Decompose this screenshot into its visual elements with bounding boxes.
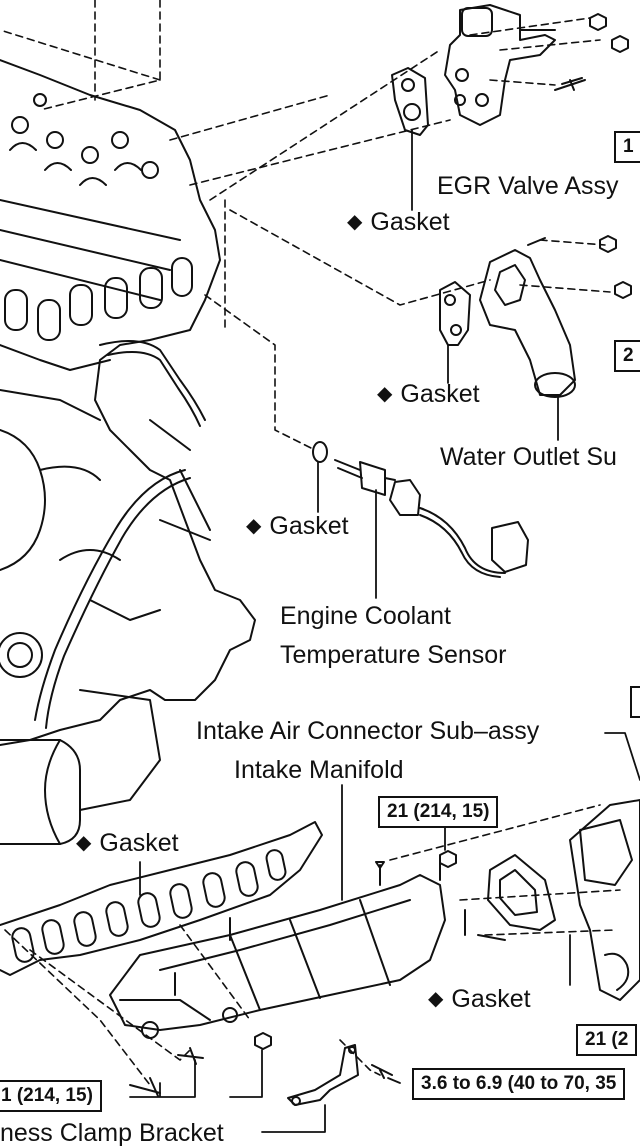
diamond-icon: ◆ (377, 383, 393, 405)
gasket-text: Gasket (451, 985, 531, 1013)
label-gasket-sensor: ◆ Gasket (246, 514, 349, 539)
diamond-icon: ◆ (246, 515, 262, 537)
label-leaders (129, 129, 640, 1133)
label-egr-valve: EGR Valve Assy (437, 172, 619, 200)
gasket-text: Gasket (99, 829, 179, 857)
water-outlet (439, 235, 632, 398)
torque-box-egr: 1 (614, 131, 640, 163)
engine-block (0, 59, 256, 845)
gasket-text: Gasket (269, 512, 349, 540)
gasket-text: Gasket (400, 380, 480, 408)
intake-air-connector (477, 799, 640, 1001)
coolant-temperature-sensor (312, 441, 529, 578)
diamond-icon: ◆ (428, 988, 444, 1010)
torque-box-top-edge (630, 686, 640, 718)
intake-manifold (109, 850, 466, 1097)
label-gasket-egr: ◆ Gasket (347, 210, 450, 235)
torque-box-stud-nut: 21 (214, 15) (378, 796, 499, 828)
torque-box-manifold-bolts: 1 (214, 15) (0, 1080, 102, 1112)
diamond-icon: ◆ (76, 832, 92, 854)
torque-box-connector: 21 (2 (576, 1024, 638, 1056)
gasket-text: Gasket (370, 208, 450, 236)
label-water-outlet: Water Outlet Su (440, 443, 617, 471)
label-gasket-water-outlet: ◆ Gasket (377, 382, 480, 407)
alignment-lines (0, 0, 621, 1086)
label-clamp-bracket: ness Clamp Bracket (0, 1119, 224, 1147)
torque-box-water-outlet: 2 (614, 340, 640, 372)
label-intake-manifold: Intake Manifold (234, 756, 404, 784)
label-gasket-manifold: ◆ Gasket (76, 831, 179, 856)
diamond-icon: ◆ (347, 211, 363, 233)
label-ect-sensor-line1: Engine Coolant (280, 602, 451, 630)
egr-valve (391, 4, 629, 136)
label-gasket-connector: ◆ Gasket (428, 987, 531, 1012)
label-intake-air-connector: Intake Air Connector Sub–assy (196, 717, 540, 745)
label-ect-sensor-line2: Temperature Sensor (280, 641, 507, 669)
harness-clamp-bracket (287, 1044, 359, 1106)
torque-box-bracket: 3.6 to 6.9 (40 to 70, 35 (412, 1068, 626, 1100)
